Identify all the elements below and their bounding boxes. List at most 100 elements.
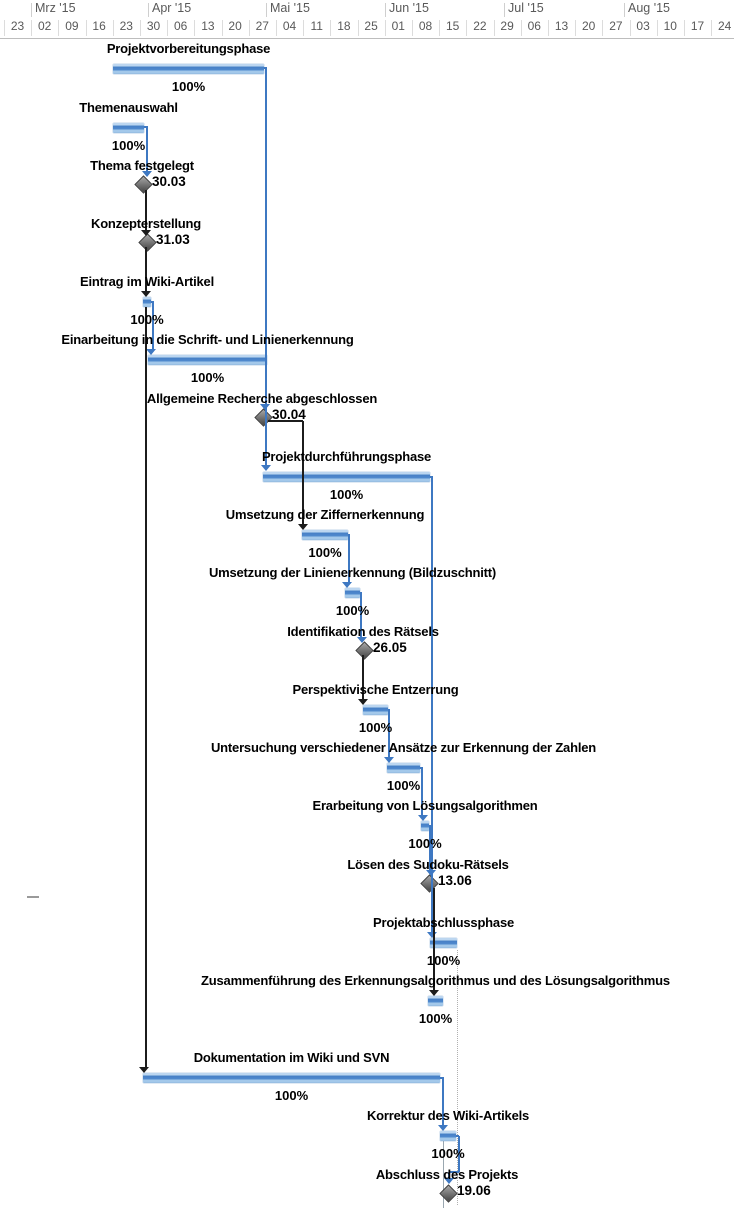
link-line — [449, 1171, 459, 1173]
month-tick — [504, 3, 505, 17]
link-arrow-icon — [139, 1067, 149, 1073]
link-line — [146, 127, 148, 171]
day-separator — [303, 20, 305, 36]
link-line — [388, 710, 390, 757]
task-label: Themenauswahl — [79, 100, 178, 115]
day-separator — [466, 20, 468, 36]
task-label: Umsetzung der Ziffernerkennung — [225, 507, 425, 522]
percent-complete-label: 100% — [171, 79, 206, 94]
day-separator — [3, 20, 5, 36]
task-bar[interactable] — [302, 530, 348, 540]
timescale-month-label: Mrz '15 — [35, 1, 76, 15]
task-bar[interactable] — [440, 1131, 456, 1141]
percent-complete-label: 100% — [308, 545, 342, 560]
timescale-month-label: Aug '15 — [628, 1, 671, 15]
timescale-day-label: 18 — [337, 19, 351, 33]
task-bar[interactable] — [148, 355, 267, 365]
day-separator — [221, 20, 223, 36]
task-bar[interactable] — [143, 1073, 440, 1083]
percent-complete-label: 100% — [408, 836, 442, 851]
day-separator — [384, 20, 386, 36]
link-line — [265, 68, 267, 465]
milestone-date-label: 31.03 — [156, 232, 190, 247]
day-separator — [711, 20, 713, 36]
percent-complete-label: 100% — [386, 778, 421, 793]
task-bar[interactable] — [387, 763, 420, 773]
link-arrow-icon — [384, 757, 394, 763]
task-label: Projektvorbereitungsphase — [106, 41, 271, 56]
percent-complete-label: 100% — [335, 603, 370, 618]
milestone-date-label: 30.03 — [152, 174, 186, 189]
link-arrow-icon — [260, 404, 270, 410]
task-label: Abschluss des Projekts — [375, 1167, 519, 1182]
task-bar[interactable] — [421, 821, 429, 831]
timescale-day-label: 24 — [718, 19, 732, 33]
link-arrow-icon — [358, 699, 368, 705]
timescale-day-label: 04 — [282, 19, 297, 33]
day-separator — [683, 20, 685, 36]
task-label: Korrektur des Wiki-Artikels — [366, 1108, 530, 1123]
artifact-dash — [27, 896, 39, 898]
link-line — [431, 477, 433, 932]
percent-complete-label: 100% — [358, 720, 393, 735]
milestone-date-label: 19.06 — [457, 1183, 491, 1198]
timescale-day-label: 25 — [364, 19, 378, 33]
percent-complete-label: 100% — [274, 1088, 309, 1103]
day-separator — [31, 20, 33, 36]
milestone-date-label: 13.06 — [438, 873, 472, 888]
day-separator — [139, 20, 141, 36]
day-separator — [547, 20, 549, 36]
timescale-day-label: 23 — [10, 19, 25, 33]
task-label: Zusammenführung des Erkennungsalgorithmu… — [201, 973, 670, 988]
milestone-diamond-icon[interactable] — [133, 174, 153, 194]
timescale-day-label: 27 — [255, 19, 269, 33]
month-tick — [148, 3, 149, 17]
link-arrow-icon — [342, 582, 352, 588]
timescale-day-label: 11 — [310, 19, 323, 33]
milestone-diamond-icon[interactable] — [419, 873, 439, 893]
timescale-day-label: 16 — [92, 19, 106, 33]
link-line — [268, 420, 303, 422]
milestone-date-label: 30.04 — [272, 407, 306, 422]
task-label: Dokumentation im Wiki und SVN — [193, 1050, 390, 1065]
link-line — [440, 1077, 444, 1079]
month-tick — [31, 3, 32, 17]
timescale-day-label: 20 — [228, 19, 242, 33]
link-arrow-icon — [142, 171, 152, 177]
timescale-day-label: 23 — [119, 19, 133, 33]
link-arrow-icon — [141, 291, 151, 297]
task-bar[interactable] — [363, 705, 388, 715]
task-bar[interactable] — [113, 123, 144, 133]
summary-task-bar[interactable] — [430, 938, 457, 948]
timescale-day-label: 13 — [201, 19, 215, 33]
task-bar[interactable] — [345, 588, 360, 598]
link-line — [442, 1078, 444, 1125]
task-label: Einarbeitung in die Schrift- und Liniene… — [61, 332, 354, 347]
timescale-day-label: 20 — [582, 19, 596, 33]
percent-complete-label: 100% — [111, 138, 146, 153]
percent-complete-label: 100% — [426, 953, 461, 968]
timescale-day-label: 08 — [418, 19, 433, 33]
percent-complete-label: 100% — [329, 487, 364, 502]
task-label: Thema festgelegt — [90, 158, 194, 173]
day-separator — [85, 20, 87, 36]
link-arrow-icon — [357, 637, 367, 643]
task-bar[interactable] — [143, 297, 151, 307]
summary-task-bar[interactable] — [263, 472, 430, 482]
link-arrow-icon — [444, 1178, 454, 1184]
link-line — [348, 535, 350, 582]
day-separator — [411, 20, 413, 36]
task-label: Eintrag im Wiki-Artikel — [80, 274, 214, 289]
day-separator — [656, 20, 658, 36]
milestone-diamond-icon[interactable] — [253, 407, 273, 427]
task-bar[interactable] — [428, 996, 443, 1006]
milestone-diamond-icon[interactable] — [438, 1183, 458, 1203]
link-arrow-icon — [261, 465, 271, 471]
summary-task-bar[interactable] — [113, 64, 264, 74]
milestone-diamond-icon[interactable] — [354, 640, 374, 660]
link-line — [145, 307, 147, 1067]
timescale-day-label: 22 — [473, 19, 487, 33]
